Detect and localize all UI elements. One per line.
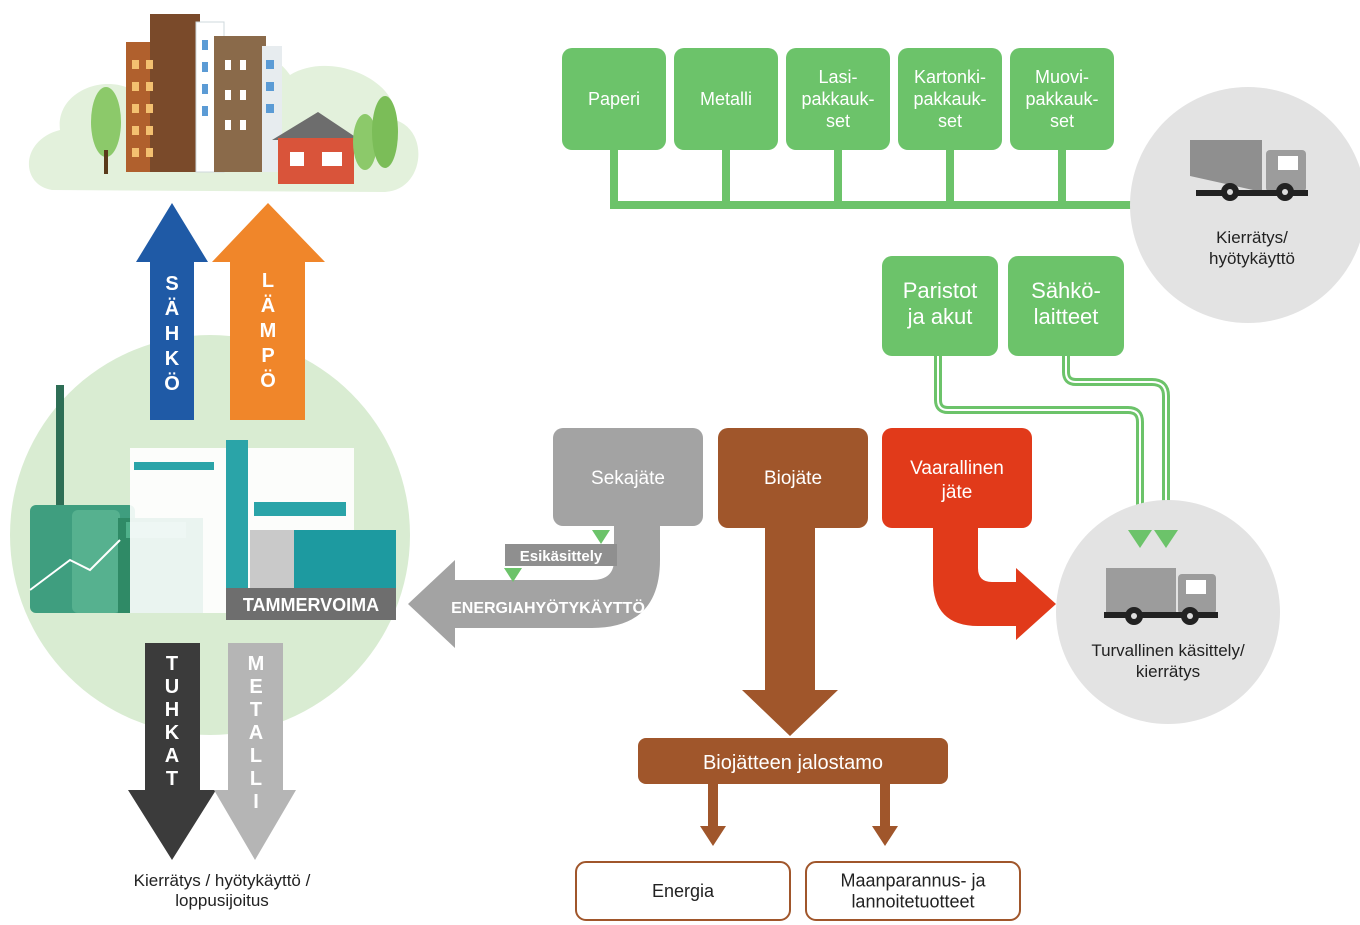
recycling-item-label: pakkauk-: [913, 89, 986, 109]
truck-icon: [1190, 140, 1308, 201]
ash-label-letter: T: [166, 768, 178, 790]
metal-label-letter: E: [249, 676, 262, 698]
recycling-destination-circle: [1130, 87, 1360, 323]
hazardous-waste-arrow: [933, 526, 1056, 640]
power-plant-illustration: [29, 385, 396, 613]
preprocessing-label: Esikäsittely: [520, 548, 603, 565]
metal-label-letter: L: [250, 745, 262, 767]
electricity-label-letter: H: [165, 323, 179, 345]
heat-label-letter: P: [261, 345, 274, 367]
heat-label-letter: Ä: [261, 294, 275, 317]
biorefinery-output-label: Energia: [652, 881, 715, 901]
electricity-label-letter: Ö: [164, 372, 180, 395]
biorefinery-output: Energia: [575, 861, 791, 921]
safe-destination-line-1: Turvallinen käsittely/: [1091, 641, 1245, 660]
hazard-item-label: laitteet: [1034, 304, 1099, 329]
mixed-waste-label: Sekajäte: [591, 468, 665, 489]
metal-label-letter: M: [248, 653, 265, 675]
electricity-label-letter: K: [165, 348, 180, 370]
hazard-item-label: Paristot: [903, 278, 978, 303]
recycling-item-label: Lasi-: [818, 67, 857, 87]
ash-label-letter: K: [165, 722, 180, 744]
energy-recovery-label: ENERGIAHYÖTYKÄYTTÖ: [451, 598, 645, 617]
hazardous-waste-box: [882, 428, 1032, 528]
bottom-left-caption-line-2: loppusijoitus: [175, 891, 269, 910]
biorefinery-label: Biojätteen jalostamo: [703, 752, 883, 774]
heat-label-letter: M: [260, 320, 277, 342]
ash-label-letter: U: [165, 676, 179, 698]
ash-label-letter: H: [165, 699, 179, 721]
biorefinery-output-arrows: [700, 782, 898, 846]
recycling-destination-line-1: Kierrätys/: [1216, 228, 1288, 247]
metal-label-letter: I: [253, 791, 259, 813]
mixed-waste-box: [553, 428, 703, 526]
biowaste-label: Biojäte: [764, 468, 822, 489]
electronics-arrowhead: [1154, 530, 1178, 548]
hazard-item: Sähkö-laitteet: [1008, 256, 1124, 356]
ash-label-letter: T: [166, 653, 178, 675]
ash-label-letter: A: [165, 745, 179, 767]
biowaste-box: [718, 428, 868, 528]
recycling-item-label: pakkauk-: [801, 89, 874, 109]
recycling-item: Muovi-pakkauk-set: [1010, 48, 1114, 150]
biowaste-arrow: [742, 526, 838, 736]
preprocessing-box: [505, 544, 617, 566]
batteries-flow-line-highlight: [937, 355, 1141, 528]
recycling-item-label: set: [1050, 111, 1074, 131]
recycling-item: Paperi: [562, 48, 666, 150]
metal-label-letter: L: [250, 768, 262, 790]
plant-name: TAMMERVOIMA: [243, 595, 379, 615]
recycling-item: Lasi-pakkauk-set: [786, 48, 890, 150]
biorefinery-box: [638, 738, 948, 784]
electricity-arrow: [136, 203, 208, 420]
recycling-item: Kartonki-pakkauk-set: [898, 48, 1002, 150]
heat-arrow: [212, 203, 325, 420]
recycling-item-label: Metalli: [700, 89, 752, 109]
ash-arrow: [128, 643, 216, 860]
bottom-left-caption-line-1: Kierrätys / hyötykäyttö /: [134, 871, 311, 890]
biorefinery-output-label: lannoitetuotteet: [851, 892, 974, 912]
biorefinery-output-label: Maanparannus- ja: [840, 871, 986, 891]
heat-label-letter: Ö: [260, 369, 276, 392]
recycling-item-label: set: [826, 111, 850, 131]
plant-name-box: [226, 588, 396, 620]
metal-label-letter: T: [250, 699, 262, 721]
metal-label-letter: A: [249, 722, 263, 744]
recycling-item-label: Kartonki-: [914, 67, 986, 87]
heat-label-letter: L: [262, 270, 274, 292]
electricity-label-letter: Ä: [165, 297, 179, 320]
hazard-item-label: ja akut: [907, 304, 973, 329]
recycling-item-label: pakkauk-: [1025, 89, 1098, 109]
recycling-item-label: Paperi: [588, 89, 640, 109]
electronics-flow-line-highlight: [1065, 355, 1167, 528]
energy-recovery-arrow: [408, 525, 660, 648]
truck-icon: [1104, 568, 1218, 625]
recycling-flow-line: [610, 150, 1160, 209]
hazardous-waste-line-1: Vaarallinen: [910, 458, 1004, 479]
recycling-item: Metalli: [674, 48, 778, 150]
safe-destination-line-2: kierrätys: [1136, 662, 1200, 681]
recycling-item-label: set: [938, 111, 962, 131]
recycling-destination-line-2: hyötykäyttö: [1209, 249, 1295, 268]
batteries-arrowhead: [1128, 530, 1152, 548]
recycling-item-label: Muovi-: [1035, 67, 1089, 87]
metal-arrow: [214, 643, 296, 860]
preprocessing-marker-bottom: [504, 568, 522, 582]
electricity-label-letter: S: [165, 273, 178, 295]
city-illustration: [28, 14, 419, 192]
hazardous-waste-line-2: jäte: [941, 482, 973, 503]
preprocessing-marker-top: [592, 530, 610, 544]
hazard-item-label: Sähkö-: [1031, 278, 1101, 303]
